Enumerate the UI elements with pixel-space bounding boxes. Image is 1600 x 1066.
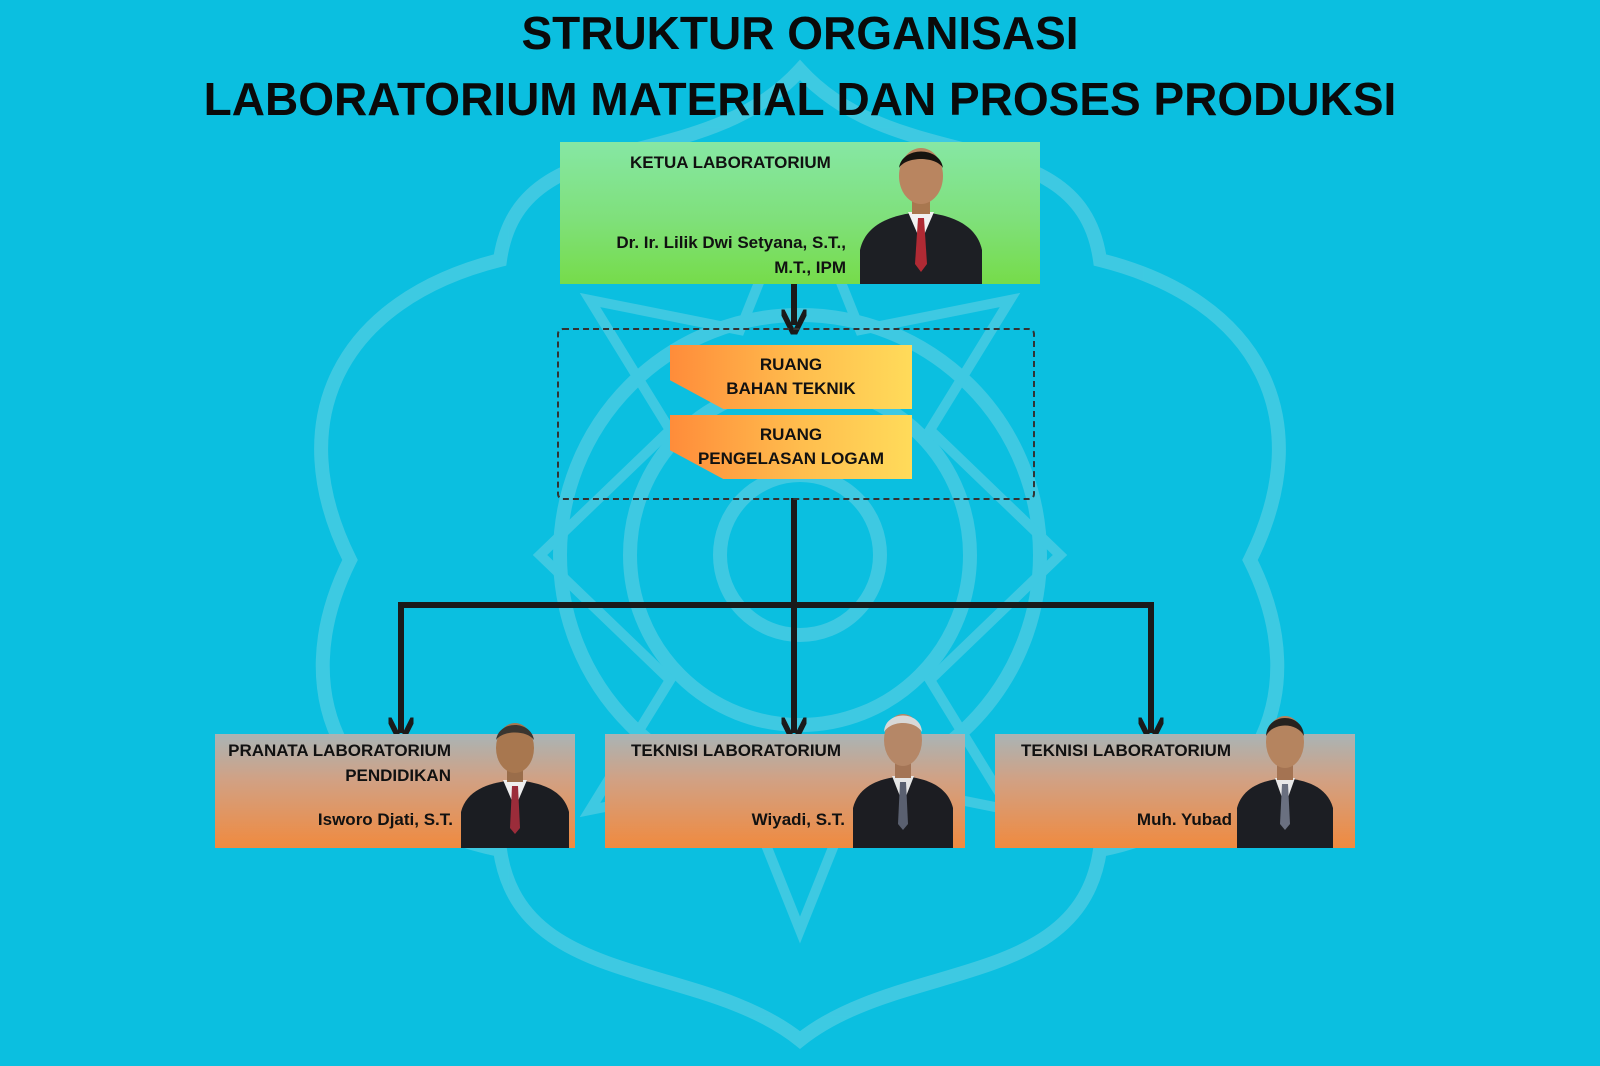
head-name-line1: Dr. Ir. Lilik Dwi Setyana, S.T.,: [616, 233, 846, 252]
head-name: Dr. Ir. Lilik Dwi Setyana, S.T., M.T., I…: [566, 230, 846, 280]
staff-3-role: TEKNISI LABORATORIUM: [1021, 738, 1231, 763]
staff-3-portrait: [1237, 716, 1333, 848]
staff-3-role-line1: TEKNISI LABORATORIUM: [1021, 741, 1231, 760]
page-title-line2: LABORATORIUM MATERIAL DAN PROSES PRODUKS…: [203, 73, 1397, 125]
room-1-line1: RUANG: [759, 355, 823, 374]
staff-2-portrait: [853, 714, 953, 848]
staff-box-1: PRANATA LABORATORIUM PENDIDIKAN Isworo D…: [215, 723, 575, 848]
staff-1-role: PRANATA LABORATORIUM PENDIDIKAN: [225, 738, 451, 788]
head-name-line2: M.T., IPM: [774, 258, 846, 277]
room-1-line2: BAHAN TEKNIK: [726, 379, 856, 398]
room-2-line2: PENGELASAN LOGAM: [697, 449, 885, 468]
room-2-line1: RUANG: [759, 425, 823, 444]
head-role: KETUA LABORATORIUM: [630, 153, 831, 172]
staff-1-role-line1: PRANATA LABORATORIUM: [228, 741, 451, 760]
staff-1-name: Isworo Djati, S.T.: [317, 810, 453, 829]
head-portrait: [860, 148, 982, 284]
room-pengelasan-logam: RUANG PENGELASAN LOGAM: [670, 415, 912, 479]
page-title-line1: STRUKTUR ORGANISASI: [521, 7, 1079, 59]
staff-3-name: Muh. Yubad: [1136, 810, 1232, 829]
head-box: KETUA LABORATORIUM Dr. Ir. Lilik Dwi Set…: [560, 142, 1040, 284]
staff-2-role-line1: TEKNISI LABORATORIUM: [631, 741, 841, 760]
staff-1-role-line2: PENDIDIKAN: [345, 766, 451, 785]
staff-2-role: TEKNISI LABORATORIUM: [631, 738, 841, 763]
rooms-group: [557, 328, 1035, 500]
room-bahan-teknik: RUANG BAHAN TEKNIK: [670, 345, 912, 409]
staff-box-3: TEKNISI LABORATORIUM Muh. Yubad: [995, 716, 1355, 848]
staff-1-portrait: [461, 723, 569, 848]
staff-2-name: Wiyadi, S.T.: [751, 810, 845, 829]
staff-box-2: TEKNISI LABORATORIUM Wiyadi, S.T.: [605, 714, 965, 848]
